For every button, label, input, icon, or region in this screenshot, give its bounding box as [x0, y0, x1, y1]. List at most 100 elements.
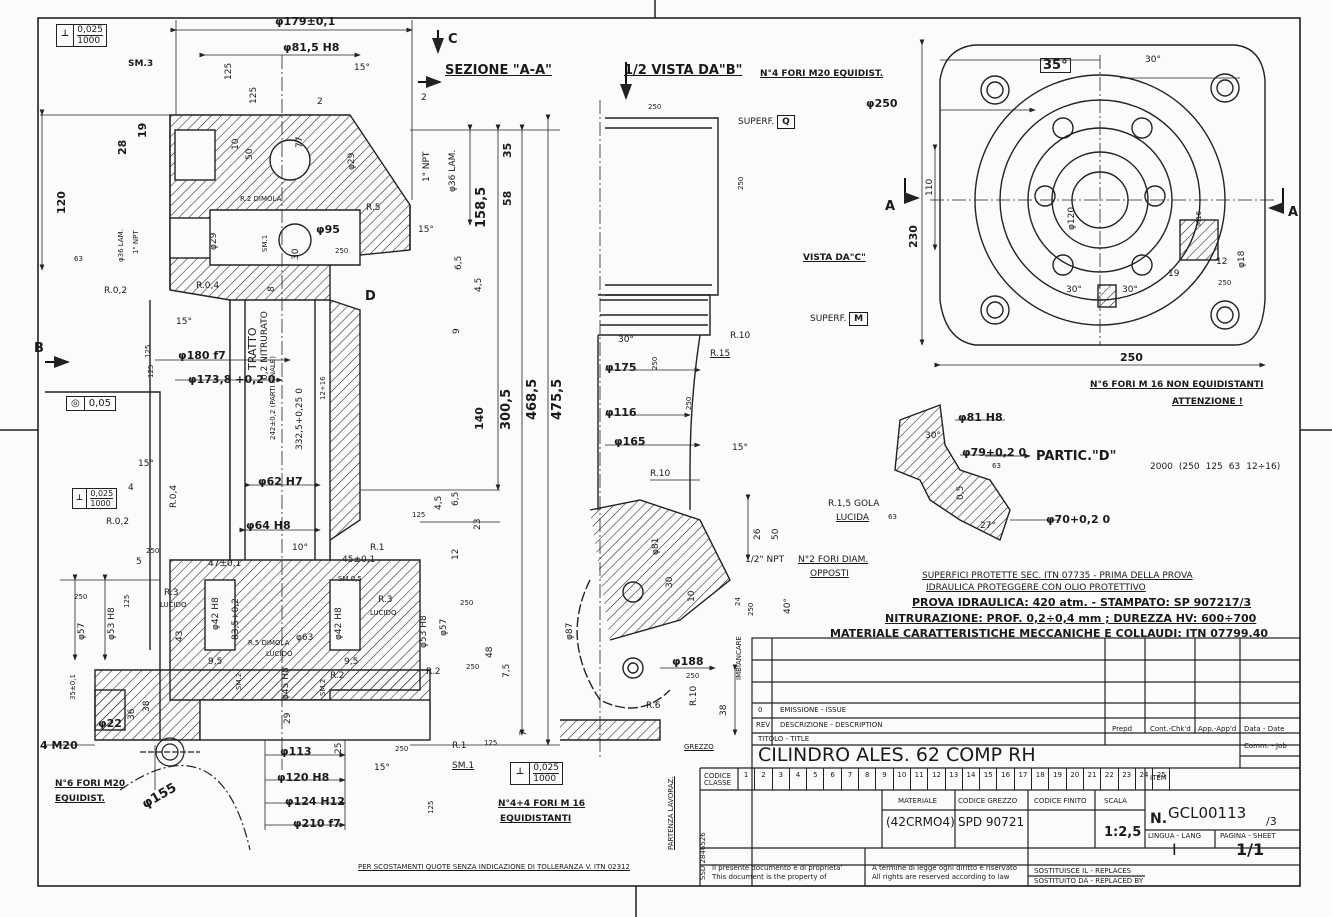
note-6-fori-m20: N°6 FORI M20	[55, 779, 126, 789]
dim-124-h12: φ124 H12	[285, 795, 345, 808]
dim-180: φ180 f7	[178, 349, 226, 362]
c-attenzione: ATTENZIONE !	[1172, 397, 1243, 407]
dim-r5: R.5	[366, 203, 381, 213]
dim-57-b: φ57	[439, 618, 449, 636]
dim-50: 50	[245, 148, 255, 160]
dim-125-h: 125	[412, 511, 426, 519]
mid-250-e: 250	[747, 602, 755, 616]
mid-partenza-lavoraz: PARTENZA LAVORAZ.	[667, 776, 675, 850]
tb-codice-classe: CODICE CLASSE	[704, 772, 732, 787]
dim-43: 43	[175, 630, 185, 642]
tb-code-cell: 19	[1049, 768, 1067, 790]
dim-4-5: 4,5	[474, 277, 484, 292]
mid-175: φ175	[605, 361, 637, 374]
dim-83-5: 83,5+0,2	[231, 598, 241, 640]
dim-4: 4	[128, 483, 134, 493]
dim-23: 23	[473, 518, 483, 530]
perp-value-bottom: 0,025	[533, 763, 559, 774]
note-idraulica: IDRAULICA PROTEGGERE CON OLIO PROTETTIVO	[926, 583, 1146, 593]
tb-title-label: TITOLO - TITLE	[758, 735, 810, 743]
tb-scala: 1:2,5	[1104, 825, 1142, 840]
finish-125: 125	[1205, 462, 1223, 472]
tratto-label: TRATTO	[246, 327, 259, 371]
tb-code-cell: 3	[773, 768, 790, 790]
conc-symbol: ◎	[67, 397, 85, 410]
tb-scala-label: SCALA	[1104, 797, 1127, 805]
dim-9-5-b: 9,5	[344, 657, 359, 667]
dim-5: 5	[136, 557, 142, 567]
perp-length-left: 1000	[90, 499, 111, 508]
note-nitrurazione: NITRURAZIONE: PROF. 0,2÷0,4 mm ; DUREZZA…	[885, 612, 1257, 625]
dim-125-a: 125	[224, 62, 234, 80]
finish-2000: 2000	[1150, 462, 1173, 472]
surface-q-text: SUPERF.	[738, 117, 775, 127]
dim-4-5-b: 4,5	[434, 495, 444, 510]
mid-r6: R.6	[646, 701, 661, 711]
tb-legal-1: A termine di legge ogni diritto è riserv…	[872, 864, 1018, 872]
tb-code-cell: 18	[1032, 768, 1050, 790]
dim-179: φ179±0,1	[275, 15, 336, 28]
mid-r10-b: R.10	[650, 469, 671, 479]
arrow-a-right-label: A	[1288, 205, 1299, 220]
dim-sm1-b: SM.1	[452, 761, 475, 771]
tb-legal-2: All rights are reserved according to law	[872, 873, 1010, 881]
dim-113: φ113	[280, 745, 312, 758]
dim-125-e: 125	[123, 594, 131, 608]
tb-grezzo-label: CODICE GREZZO	[958, 797, 1018, 805]
note-equidist: EQUIDIST.	[55, 794, 105, 804]
dim-npt-2: 1" NPT	[132, 230, 140, 254]
dim-8: 8	[267, 286, 277, 292]
dim-45: 45±0,1	[342, 555, 376, 565]
c-18-diam: φ18	[1237, 250, 1247, 268]
tb-appappd: App.-App'd	[1198, 725, 1237, 733]
mid-40deg: 40°	[783, 598, 793, 614]
dim-npt-1: 1" NPT	[422, 151, 432, 182]
dim-4-m20: 4 M20	[40, 739, 78, 752]
c-30deg-b: 30°	[1066, 285, 1082, 295]
surface-m-letter: M	[849, 312, 869, 326]
mid-250-d: 250	[685, 396, 693, 410]
mid-15deg: 15°	[732, 443, 748, 453]
dim-6-5: 6,5	[454, 255, 464, 270]
mid-opposti: OPPOSTI	[810, 569, 849, 579]
d-27deg: 27°	[980, 521, 996, 531]
tb-rev-num: /3	[1266, 815, 1277, 828]
detail-d-marker: D	[365, 289, 376, 304]
c-6-fori-m16: N°6 FORI M 16 NON EQUIDISTANTI	[1090, 380, 1264, 390]
dim-r04-b: R.0,4	[169, 484, 179, 508]
mid-81: φ81	[651, 537, 661, 555]
mid-imbiancare: IMBIANCARE	[735, 636, 743, 680]
d-30deg: 30°	[925, 431, 941, 441]
dimension-lines-right	[919, 39, 1266, 368]
dim-250-e: 250	[395, 745, 409, 753]
dim-28: 28	[116, 139, 129, 155]
tb-prepd: Prepd	[1112, 725, 1133, 733]
dim-468-5: 468,5	[525, 378, 540, 420]
bolt-hole-detail	[119, 737, 251, 851]
perp-length-bottom: 1000	[533, 774, 557, 784]
perp-symbol-bottom: ⊥	[511, 763, 531, 784]
dim-120-h8: φ120 H8	[277, 771, 330, 784]
sheet-border	[37, 17, 1301, 887]
dim-30: 30	[291, 248, 301, 260]
dim-57: φ57	[77, 622, 87, 640]
perp-symbol-left: ⊥	[73, 489, 88, 508]
dim-15deg-d: 15°	[138, 459, 154, 469]
dim-125-d: 125	[147, 364, 155, 378]
dim-r1-b: R.1	[452, 741, 467, 751]
dim-125-b: 125	[249, 86, 259, 104]
c-35deg: 35°	[1040, 58, 1071, 73]
dim-29-b: φ29	[209, 232, 219, 250]
dim-250-f: 250	[146, 547, 160, 555]
dim-35: 35±0,1	[69, 674, 77, 700]
dim-r2-a: R.2	[426, 667, 441, 677]
view-c-flange	[939, 44, 1266, 346]
tb-rev: REV	[756, 721, 771, 729]
dim-9: 9	[452, 328, 462, 334]
dim-125-c: 125	[144, 344, 152, 358]
mid-250-f: 250	[686, 672, 700, 680]
tb-code-cell: 12	[928, 768, 946, 790]
dim-r04-a: R.0,4	[196, 281, 220, 291]
c-250-width: 250	[1120, 351, 1143, 364]
tb-code-cell: 16	[997, 768, 1015, 790]
